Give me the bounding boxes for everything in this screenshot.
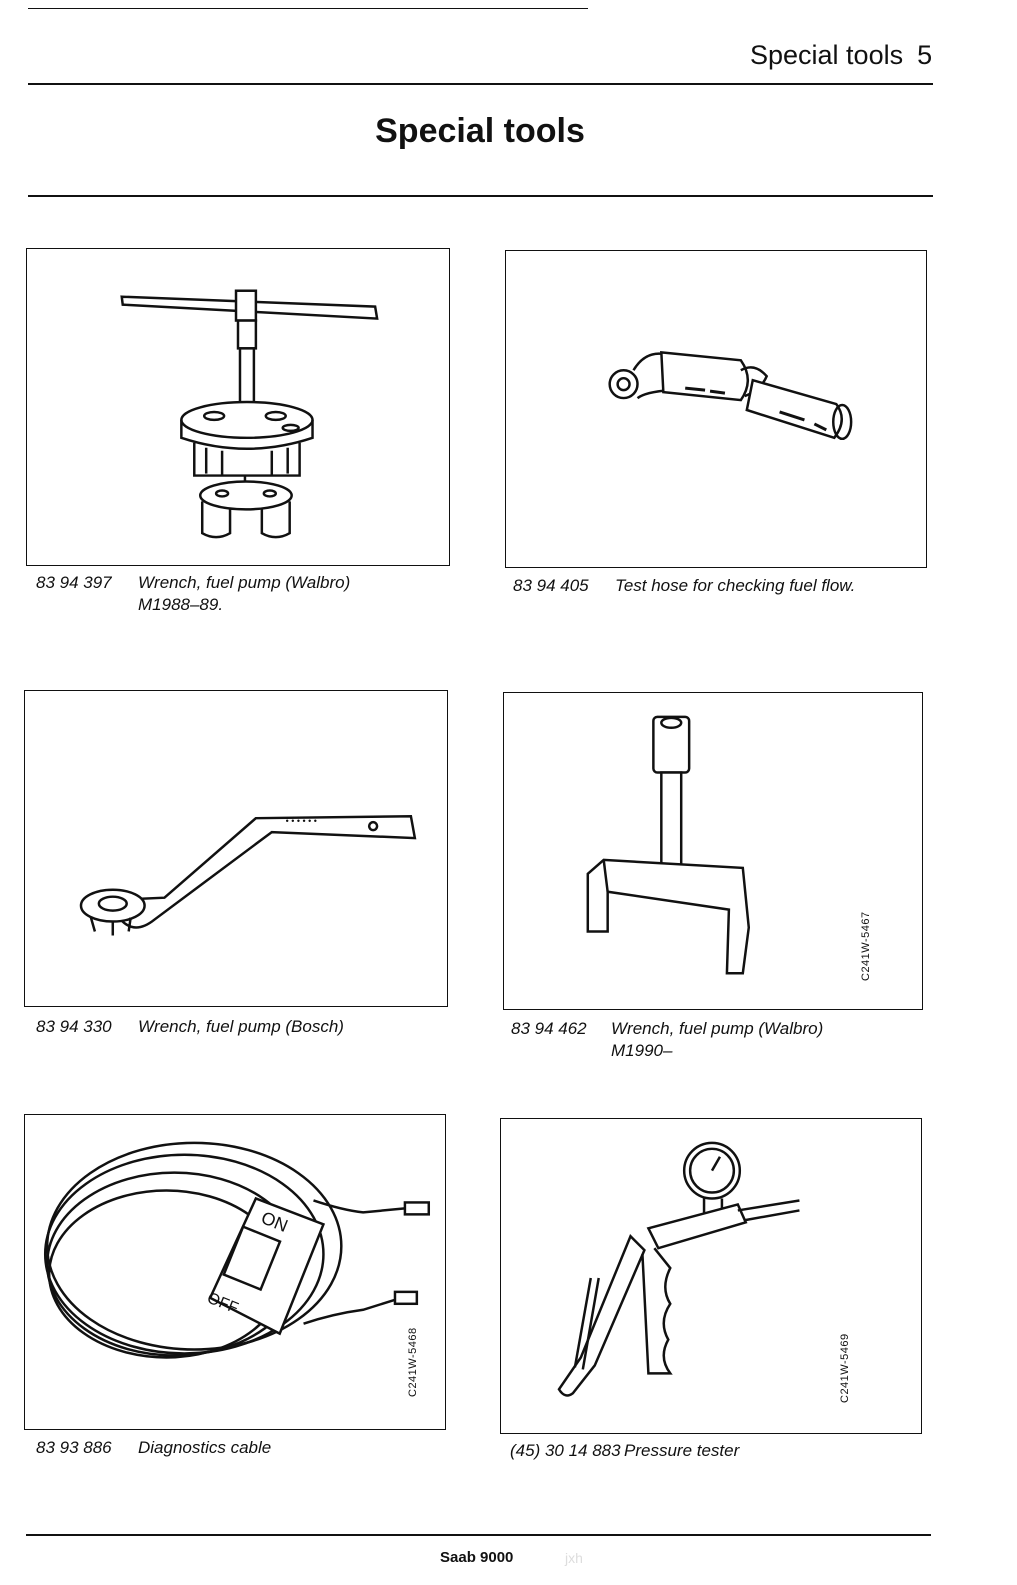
pressure-tester-illustration [557,1141,800,1397]
figure-panel-diagnostics-cable: ON OFF C241W-5468 [24,1114,446,1430]
figure-code-4: C241W-5467 [860,911,872,981]
sub-description-1: M1988–89. [138,595,224,614]
footer-rule [26,1534,931,1536]
figure-panel-wrench-walbro-1990: C241W-5467 [503,692,923,1010]
caption-6: (45) 30 14 883 Pressure tester [510,1440,739,1462]
caption-1: 83 94 397 Wrench, fuel pump (Walbro) M19… [36,572,350,614]
part-number-3: 83 94 330 [36,1017,112,1036]
caption-5: 83 93 886 Diagnostics cable [36,1437,271,1459]
description-1: Wrench, fuel pump (Walbro) [138,573,351,592]
diagnostics-cable-illustration: ON OFF [43,1141,431,1359]
page-number: 5 [917,40,933,70]
part-number-5: 83 93 886 [36,1438,112,1457]
description-6: Pressure tester [624,1441,740,1460]
wrench-walbro-1990-illustration [586,715,751,975]
figure-panel-pressure-tester: C241W-5469 [500,1118,922,1434]
caption-4: 83 94 462 Wrench, fuel pump (Walbro) M19… [511,1018,823,1060]
part-number-4: 83 94 462 [511,1019,587,1038]
test-hose-illustration [608,350,853,441]
figure-code-5: C241W-5468 [407,1327,419,1397]
page-title: Special tools [375,112,585,150]
wrench-walbro-illustration [120,289,379,539]
header-rule [28,83,933,85]
caption-2: 83 94 405 Test hose for checking fuel fl… [513,575,855,597]
sub-description-4: M1990– [611,1041,673,1060]
figure-panel-wrench-bosch: • • • • • • [24,690,448,1007]
figure-panel-test-hose [505,250,927,568]
part-number-6: (45) 30 14 883 [510,1441,621,1460]
svg-text:• • • • • •: • • • • • • [286,816,317,826]
description-4: Wrench, fuel pump (Walbro) [611,1019,824,1038]
header-title: Special tools [750,40,904,70]
caption-3: 83 94 330 Wrench, fuel pump (Bosch) [36,1016,344,1038]
figure-code-6: C241W-5469 [839,1333,851,1403]
running-header: Special tools 5 [750,40,932,71]
part-number-2: 83 94 405 [513,576,589,595]
footer-watermark: jxh [565,1550,583,1566]
top-thin-rule [28,8,588,9]
description-2: Test hose for checking fuel flow. [615,576,856,595]
figure-panel-wrench-walbro-1988 [26,248,450,566]
footer-model: Saab 9000 [440,1549,514,1566]
part-number-1: 83 94 397 [36,573,112,592]
description-3: Wrench, fuel pump (Bosch) [138,1017,344,1036]
description-5: Diagnostics cable [138,1438,272,1457]
wrench-bosch-illustration: • • • • • • [79,814,417,936]
title-rule [28,195,933,197]
